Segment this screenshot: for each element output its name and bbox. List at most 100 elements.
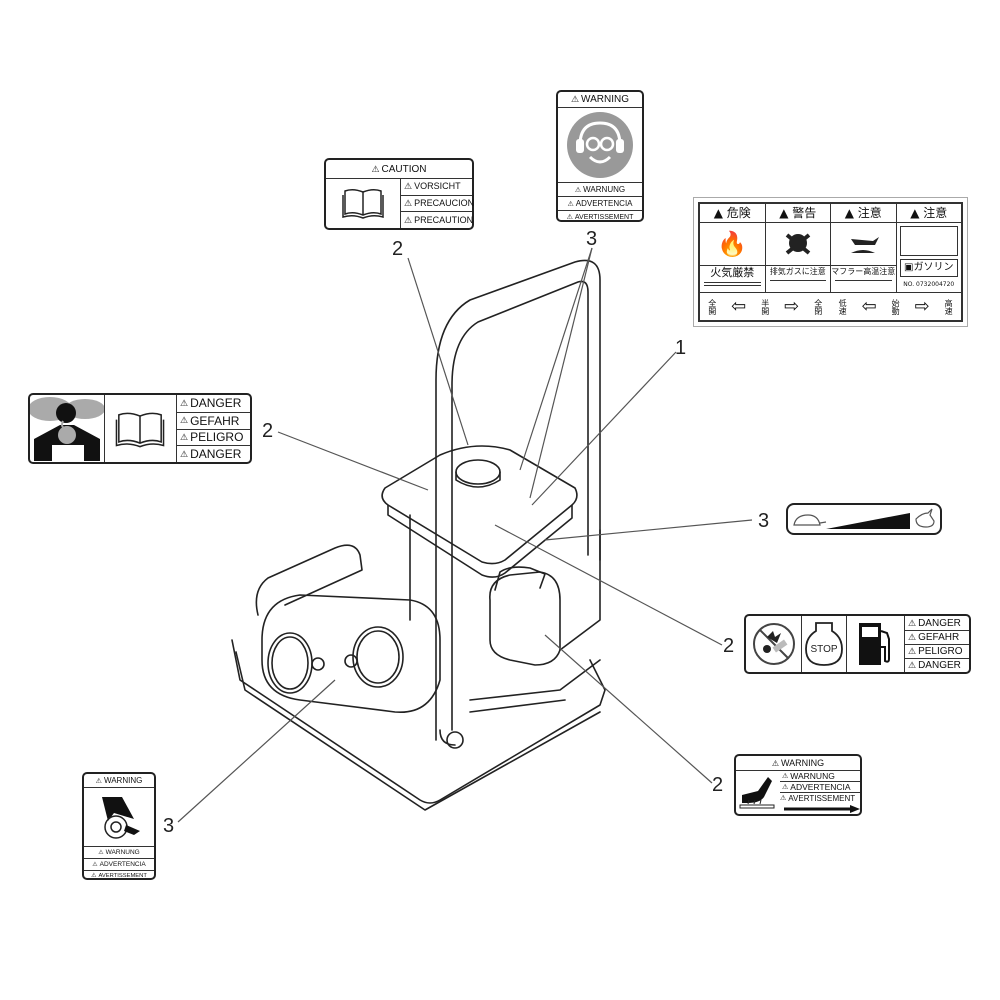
- decal-danger-fuel: STOP ⚠DANGER ⚠GEFAHR ⚠PELIGRO ⚠DANGER: [744, 614, 971, 674]
- decal-warning-hot: ⚠WARNING ⚠WARNUNG ⚠ADVERTENCIA ⚠AVERTISS…: [734, 754, 862, 816]
- jp-arrow-label: 始動: [891, 298, 901, 315]
- decal-row: DANGER: [190, 396, 242, 411]
- decal-header: WARNING: [103, 776, 143, 785]
- decal-row: PELIGRO: [190, 430, 244, 445]
- jp-caption: ガソリン: [913, 262, 954, 273]
- rabbit-fast-icon: [915, 508, 935, 528]
- lift-handle: [255, 544, 363, 616]
- toxic-fumes-icon: [30, 395, 105, 462]
- jp-caption: 排気ガスに注意: [769, 267, 826, 276]
- callout-number: 2: [723, 635, 735, 657]
- decal-throttle: [786, 503, 942, 535]
- decal-row: AVERTISSEMENT: [788, 793, 856, 803]
- decal-caution-manual: ⚠CAUTION ⚠VORSICHT ⚠PRECAUCION ⚠PRECAUTI…: [324, 158, 474, 230]
- callout-number: 3: [163, 815, 175, 837]
- jp-choke-throttle-strip: 全開 ⇦ 半開 ⇨ 全閉 低速 ⇦ 始動 ⇨ 高速: [700, 292, 961, 320]
- decal-row: DANGER: [190, 447, 242, 462]
- leader-3-belt-guard: [177, 679, 336, 823]
- jp-column-danger: ▲ 危険 🔥 火気厳禁: [700, 204, 766, 292]
- jp-arrow-label: 低速: [838, 298, 848, 315]
- decal-row: ADVERTENCIA: [99, 861, 146, 868]
- belt-entanglement-hand-icon: [84, 788, 154, 846]
- decal-row: GEFAHR: [190, 413, 240, 428]
- jp-column-caution-muffler: ▲ 注意 マフラー高温注意: [831, 204, 897, 292]
- book-icon: [326, 178, 401, 228]
- decal-row: PRECAUTION: [414, 215, 474, 226]
- air-cleaner: [489, 571, 561, 666]
- decal-row: AVERTISSEMENT: [98, 873, 147, 879]
- fuel-pump-icon: [846, 616, 905, 672]
- decal-row: WARNUNG: [105, 849, 140, 856]
- decal-row: ADVERTENCIA: [790, 782, 851, 792]
- decal-japanese-panel: ▲ 危険 🔥 火気厳禁 ▲ 警告 排気ガスに注意 ▲ 注意 マフラー高温注意 ▲…: [693, 197, 968, 327]
- decal-row: PRECAUCION: [414, 198, 475, 209]
- base-plate: [231, 639, 606, 804]
- decal-row: GEFAHR: [918, 632, 960, 643]
- decal-danger-exhaust: ⚠DANGER ⚠GEFAHR ⚠PELIGRO ⚠DANGER: [28, 393, 252, 464]
- belt-guard: [261, 594, 441, 713]
- jp-column-warning: ▲ 警告 排気ガスに注意: [765, 204, 831, 292]
- jp-caption: マフラー高温注意: [831, 267, 896, 276]
- decal-row: WARNUNG: [790, 770, 835, 781]
- hot-surface-hand-icon: [736, 770, 780, 814]
- decal-warning-ppe: ⚠WARNING ⚠WARNUNG ⚠ADVERTENCIA ⚠AVERTISS…: [556, 90, 644, 222]
- guide-handle: [435, 259, 601, 741]
- callout-number: 2: [262, 420, 274, 442]
- jp-header: 注意: [923, 206, 948, 220]
- leader-2-air-cleaner: [544, 634, 713, 784]
- decal-row: AVERTISSEMENT: [574, 214, 634, 221]
- throttle-ramp-icon: [826, 513, 910, 529]
- decal-row: DANGER: [918, 660, 961, 671]
- jp-header: 警告: [792, 206, 817, 220]
- stop-engine-icon: STOP: [801, 616, 847, 672]
- leader-1: [531, 351, 677, 506]
- book-icon: [104, 395, 177, 462]
- jp-column-caution-fuel: ▲ 注意 ▣ガソリン NO. 0732004720: [896, 204, 961, 292]
- arrow-right-icon: [780, 803, 860, 814]
- fuel-cap: [455, 459, 501, 485]
- leader-2-tank-front: [494, 524, 723, 646]
- decal-row: PELIGRO: [918, 646, 963, 657]
- arrow-left-icon: ⇦: [731, 296, 747, 317]
- decal-header: WARNING: [781, 758, 825, 768]
- turtle-slow-icon: [793, 514, 827, 526]
- hot-muffler-hand-icon: [831, 223, 896, 265]
- jp-arrow-label: 半開: [760, 298, 770, 315]
- leader-3-throttle: [544, 519, 753, 541]
- jp-arrow-label: 高速: [944, 298, 954, 315]
- leader-3-tank-b: [529, 247, 593, 499]
- jp-header: 注意: [857, 206, 882, 220]
- decal-warning-belt: ⚠WARNING ⚠WARNUNG ⚠ADVERTENCIA ⚠AVERTISS…: [82, 772, 156, 880]
- arrow-right-icon: ⇨: [784, 296, 800, 317]
- jp-header: 危険: [726, 206, 751, 220]
- jp-part-number: NO. 0732004720: [903, 281, 955, 288]
- fuel-tank: [381, 445, 578, 565]
- decal-header: CAUTION: [381, 164, 427, 175]
- callout-number: 2: [712, 774, 724, 796]
- engine-block: [409, 514, 601, 651]
- decal-row: DANGER: [918, 617, 961, 629]
- svg-text:STOP: STOP: [810, 644, 837, 655]
- jp-caption: 火気厳禁: [710, 266, 755, 279]
- leader-lines: [177, 247, 753, 823]
- callout-number: 2: [392, 238, 404, 260]
- exhaust-gas-icon: [766, 223, 831, 265]
- jp-arrow-label: 全開: [707, 298, 717, 315]
- arrow-left-icon: ⇦: [861, 296, 877, 317]
- no-flame-icon: [746, 616, 802, 672]
- callout-number: 3: [586, 228, 598, 250]
- fuel-icon: ▣: [904, 262, 914, 273]
- leader-2-tank-left: [277, 431, 429, 491]
- ear-eye-protection-icon: [558, 108, 642, 182]
- leader-2-fuel-cap: [407, 257, 469, 446]
- fire-icon: 🔥: [717, 230, 748, 258]
- arrow-right-icon: ⇨: [914, 296, 930, 317]
- decal-row: WARNUNG: [583, 185, 626, 194]
- jp-arrow-label: 全閉: [813, 298, 823, 315]
- decal-row: VORSICHT: [414, 181, 461, 192]
- leader-3-tank-a: [519, 247, 593, 471]
- decal-header: WARNING: [581, 94, 630, 105]
- callout-number: 1: [675, 337, 687, 359]
- callout-number: 3: [758, 510, 770, 532]
